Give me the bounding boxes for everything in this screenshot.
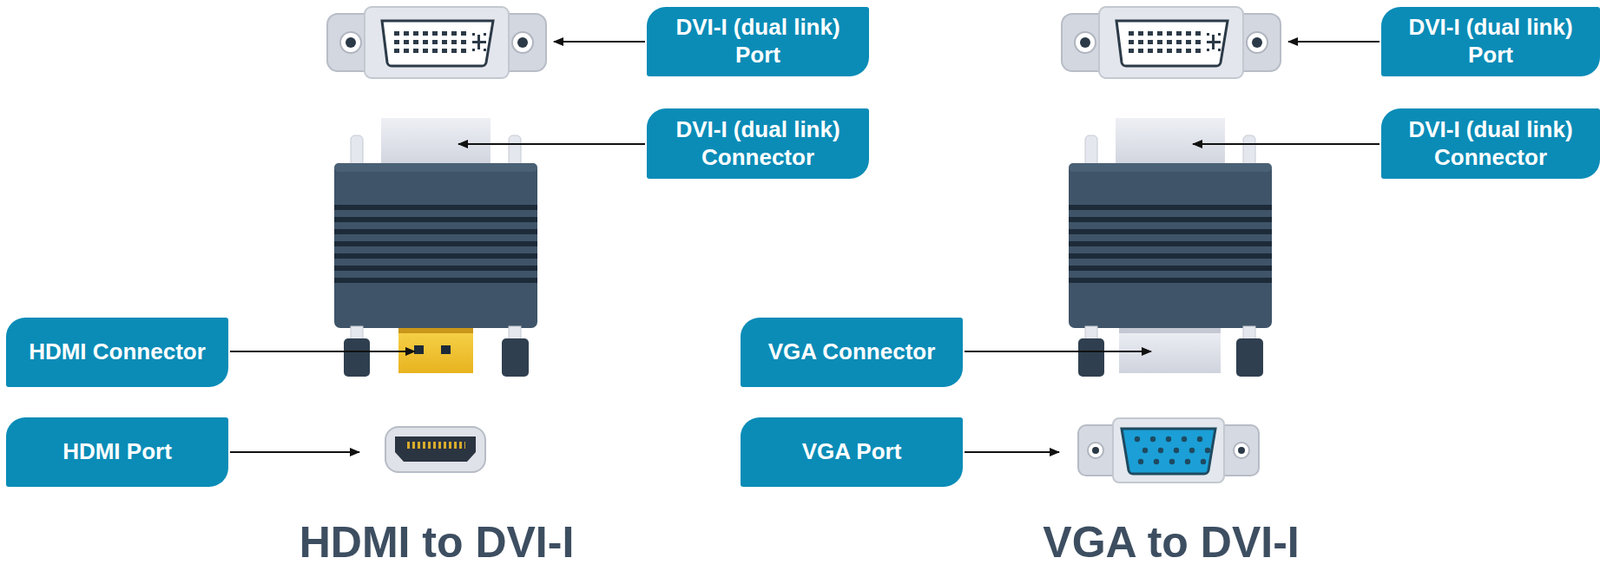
callout-box: DVI-I (dual link) Port xyxy=(1381,6,1600,77)
callout-text: DVI-I (dual link) Connector xyxy=(1395,116,1587,172)
callout-box: DVI-I (dual link) Connector xyxy=(646,108,870,179)
figure-caption: HDMI to DVI-I xyxy=(299,519,575,567)
figure-caption: VGA to DVI-I xyxy=(1042,519,1299,567)
callout-text: DVI-I (dual link) Connector xyxy=(660,116,856,172)
callout-text: HDMI Connector xyxy=(28,338,206,367)
callout-text: VGA Connector xyxy=(768,338,936,367)
callout-box: HDMI Port xyxy=(6,417,229,488)
callout-text: VGA Port xyxy=(802,438,903,467)
callout-text: DVI-I (dual link) Port xyxy=(1395,13,1587,69)
callout-box: DVI-I (dual link) Port xyxy=(646,6,870,77)
callout-box: DVI-I (dual link) Connector xyxy=(1381,108,1600,179)
callout-text: HDMI Port xyxy=(62,438,172,467)
callout-text: DVI-I (dual link) Port xyxy=(660,13,856,69)
callout-box: VGA Connector xyxy=(740,317,963,388)
callout-box: VGA Port xyxy=(740,417,963,488)
callout-box: HDMI Connector xyxy=(6,317,229,388)
